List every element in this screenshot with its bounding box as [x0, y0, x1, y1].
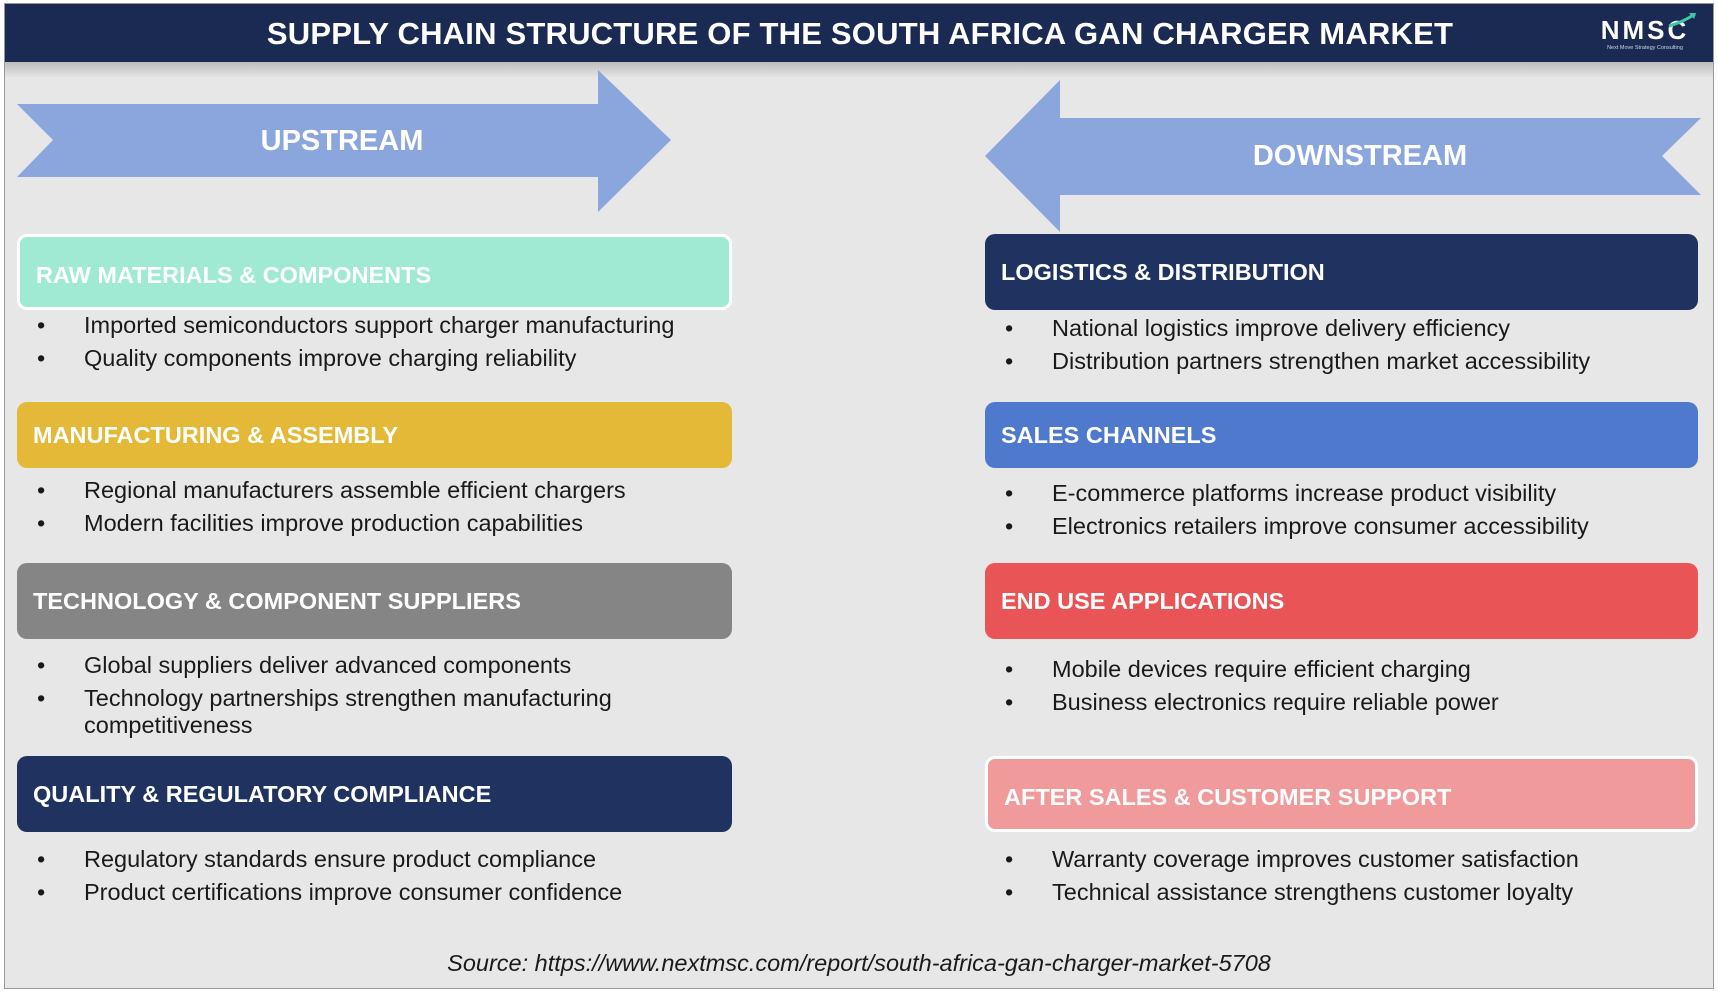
section-technology-suppliers-header: TECHNOLOGY & COMPONENT SUPPLIERS	[17, 563, 732, 639]
sales-channels-bullets: •E-commerce platforms increase product v…	[985, 480, 1698, 546]
list-item: •Electronics retailers improve consumer …	[1005, 513, 1589, 539]
list-item: •Distribution partners strengthen market…	[1005, 348, 1591, 374]
list-item: •Technology partnerships strengthen manu…	[37, 685, 612, 738]
section-sales-channels-header: SALES CHANNELS	[985, 402, 1698, 468]
logo-tagline: Next Move Strategy Consulting	[1607, 45, 1683, 51]
list-item: •Global suppliers deliver advanced compo…	[37, 652, 572, 678]
header-shadow	[5, 62, 1713, 78]
list-item: •Business electronics require reliable p…	[1005, 689, 1499, 715]
section-end-use-header: END USE APPLICATIONS	[985, 563, 1698, 639]
list-item: •Imported semiconductors support charger…	[37, 312, 675, 338]
technology-suppliers-bullets: •Global suppliers deliver advanced compo…	[17, 652, 732, 745]
manufacturing-bullets: •Regional manufacturers assemble efficie…	[17, 477, 732, 543]
nmsc-logo: NMSC Next Move Strategy Consulting	[1595, 12, 1696, 56]
upstream-label: UPSTREAM	[260, 125, 424, 157]
end-use-bullets: •Mobile devices require efficient chargi…	[985, 656, 1698, 722]
section-quality-compliance-header: QUALITY & REGULATORY COMPLIANCE	[17, 756, 732, 832]
logo-swoosh-icon	[1668, 12, 1696, 28]
header-bar: SUPPLY CHAIN STRUCTURE OF THE SOUTH AFRI…	[5, 4, 1713, 62]
list-item: •Regional manufacturers assemble efficie…	[37, 477, 626, 503]
list-item: •E-commerce platforms increase product v…	[1005, 480, 1557, 506]
section-after-sales-header: AFTER SALES & CUSTOMER SUPPORT	[985, 756, 1698, 832]
page-title: SUPPLY CHAIN STRUCTURE OF THE SOUTH AFRI…	[266, 16, 1454, 51]
logistics-bullets: •National logistics improve delivery eff…	[985, 315, 1698, 381]
logo-text: NMSC	[1600, 15, 1690, 45]
downstream-label: DOWNSTREAM	[1252, 140, 1468, 172]
section-manufacturing-header: MANUFACTURING & ASSEMBLY	[17, 402, 732, 468]
upstream-arrow	[17, 70, 671, 212]
section-raw-materials-header: RAW MATERIALS & COMPONENTS	[17, 234, 732, 310]
after-sales-bullets: •Warranty coverage improves customer sat…	[985, 846, 1698, 912]
list-item: •Modern facilities improve production ca…	[37, 510, 583, 536]
quality-compliance-bullets: •Regulatory standards ensure product com…	[17, 846, 732, 912]
section-logistics-header: LOGISTICS & DISTRIBUTION	[985, 234, 1698, 310]
list-item: •Regulatory standards ensure product com…	[37, 846, 597, 872]
downstream-arrow	[985, 80, 1701, 232]
list-item: •Mobile devices require efficient chargi…	[1005, 656, 1471, 682]
list-item: •Quality components improve charging rel…	[37, 345, 577, 371]
raw-materials-bullets: •Imported semiconductors support charger…	[17, 312, 732, 378]
list-item: •Product certifications improve consumer…	[37, 879, 623, 905]
list-item: •National logistics improve delivery eff…	[1005, 315, 1511, 341]
list-item: •Warranty coverage improves customer sat…	[1005, 846, 1579, 872]
source-citation: Source: https://www.nextmsc.com/report/s…	[447, 950, 1271, 976]
list-item: •Technical assistance strengthens custom…	[1005, 879, 1574, 905]
